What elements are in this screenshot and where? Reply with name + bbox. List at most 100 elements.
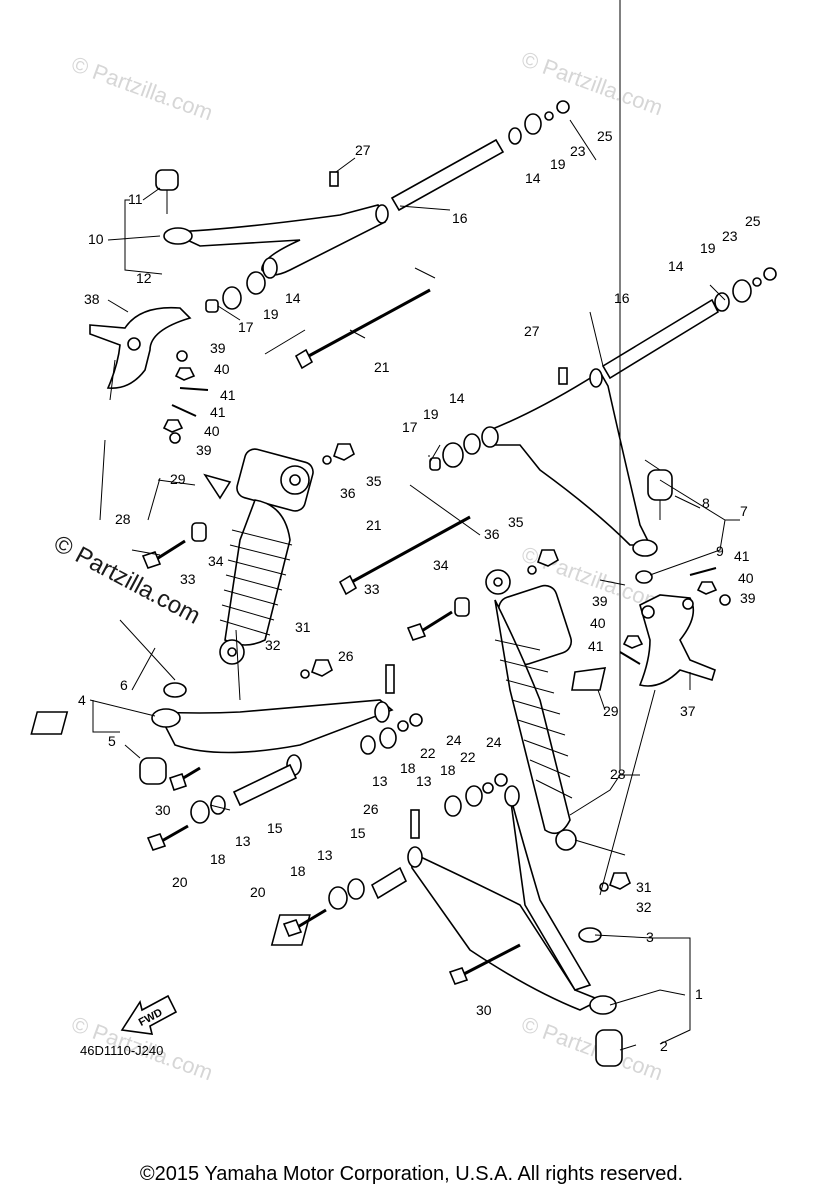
callout-36a: 36 [340, 485, 356, 501]
callout-10: 10 [88, 231, 104, 247]
callout-13a: 13 [372, 773, 388, 789]
callout-40a: 40 [214, 361, 230, 377]
callout-2: 2 [660, 1038, 668, 1054]
callout-39a: 39 [210, 340, 226, 356]
callout-33b: 33 [364, 581, 380, 597]
callout-18b: 18 [210, 851, 226, 867]
callout-24b: 24 [486, 734, 502, 750]
callout-13d: 13 [317, 847, 333, 863]
watermark-top-right: © Partzilla.com [518, 46, 666, 120]
watermark-bottom-right: © Partzilla.com [518, 1011, 666, 1085]
callout-39d: 39 [740, 590, 756, 606]
callout-39b: 39 [196, 442, 212, 458]
callout-34b: 34 [433, 557, 449, 573]
callout-20a: 20 [172, 874, 188, 890]
callout-22a: 22 [420, 745, 436, 761]
knuckle-left [89, 306, 209, 444]
callout-8: 8 [702, 495, 710, 511]
callout-20b: 20 [250, 884, 266, 900]
callout-36b: 36 [484, 526, 500, 542]
callout-22b: 22 [460, 749, 476, 765]
callout-17b: 17 [402, 419, 418, 435]
callout-1: 1 [695, 986, 703, 1002]
callout-25a: 25 [597, 128, 613, 144]
callout-30b: 30 [476, 1002, 492, 1018]
callout-31b: 31 [636, 879, 652, 895]
callout-37: 37 [680, 703, 696, 719]
shock-absorber-right [406, 549, 607, 851]
callout-21b: 21 [366, 517, 382, 533]
callout-27b: 27 [524, 323, 540, 339]
callout-14b: 14 [285, 290, 301, 306]
callout-14c: 14 [668, 258, 684, 274]
callout-14a: 14 [525, 170, 541, 186]
callout-26b: 26 [363, 801, 379, 817]
callout-32b: 32 [636, 899, 652, 915]
callout-33a: 33 [180, 571, 196, 587]
callout-5: 5 [108, 733, 116, 749]
shock-absorber-left [141, 443, 355, 665]
lower-arm-left [30, 659, 423, 851]
callout-16b: 16 [614, 290, 630, 306]
callout-4: 4 [78, 692, 86, 708]
lower-arm-right [270, 773, 631, 1067]
callout-29a: 29 [170, 471, 186, 487]
callout-21a: 21 [374, 359, 390, 375]
callout-23a: 23 [570, 143, 586, 159]
callout-35b: 35 [508, 514, 524, 530]
callout-9: 9 [716, 543, 724, 559]
callout-15b: 15 [350, 825, 366, 841]
leader-lines [89, 0, 740, 1051]
callout-26a: 26 [338, 648, 354, 664]
callout-17a: 17 [238, 319, 254, 335]
callout-13b: 13 [235, 833, 251, 849]
watermark-top-left: © Partzilla.com [68, 51, 216, 125]
callout-35a: 35 [366, 473, 382, 489]
callout-14d: 14 [449, 390, 465, 406]
watermarks: © Partzilla.com © Partzilla.com © Partzi… [68, 46, 666, 1085]
callout-18d: 18 [290, 863, 306, 879]
callout-38: 38 [84, 291, 100, 307]
callout-41a: 41 [220, 387, 236, 403]
callout-6: 6 [120, 677, 128, 693]
callout-19c: 19 [700, 240, 716, 256]
callout-24a: 24 [446, 732, 462, 748]
callout-12: 12 [136, 270, 152, 286]
callout-40c: 40 [590, 615, 606, 631]
upper-arm-right [338, 267, 777, 596]
callout-27a: 27 [355, 142, 371, 158]
fwd-arrow-icon: FWD [120, 994, 178, 1035]
callout-29b: 29 [603, 703, 619, 719]
callout-13c: 13 [416, 773, 432, 789]
upper-arm-left [155, 100, 570, 370]
callout-23b: 23 [722, 228, 738, 244]
callout-3: 3 [646, 929, 654, 945]
callout-7: 7 [740, 503, 748, 519]
callout-16a: 16 [452, 210, 468, 226]
callout-40d: 40 [738, 570, 754, 586]
callout-28a: 28 [115, 511, 131, 527]
callouts: 1 2 3 4 5 6 7 8 9 10 11 12 13 13 13 13 1… [78, 128, 761, 1054]
callout-28b: 28 [610, 766, 626, 782]
callout-25b: 25 [745, 213, 761, 229]
copyright-notice: ©2015 Yamaha Motor Corporation, U.S.A. A… [139, 1163, 684, 1185]
callout-18c: 18 [440, 762, 456, 778]
callout-39c: 39 [592, 593, 608, 609]
knuckle-right [619, 567, 731, 687]
callout-19b: 19 [263, 306, 279, 322]
callout-40b: 40 [204, 423, 220, 439]
callout-19d: 19 [423, 406, 439, 422]
callout-18a: 18 [400, 760, 416, 776]
callout-31a: 31 [295, 619, 311, 635]
callout-19a: 19 [550, 156, 566, 172]
callout-30a: 30 [155, 802, 171, 818]
callout-15a: 15 [267, 820, 283, 836]
diagram-code: 46D1110-J240 [80, 1043, 164, 1058]
callout-32a: 32 [265, 637, 281, 653]
callout-41b: 41 [210, 404, 226, 420]
callout-11: 11 [128, 191, 143, 207]
callout-34a: 34 [208, 553, 224, 569]
callout-41d: 41 [734, 548, 750, 564]
callout-41c: 41 [588, 638, 604, 654]
